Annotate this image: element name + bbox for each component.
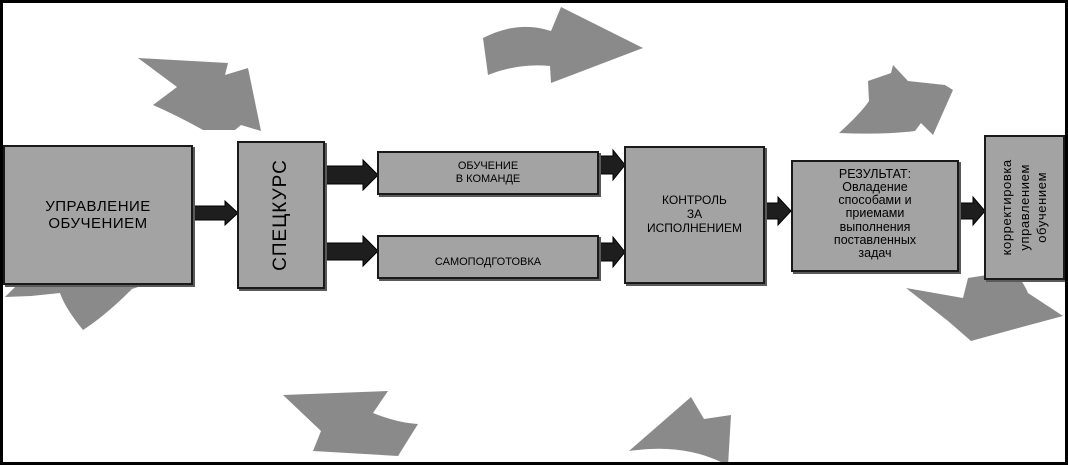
block-arrow-right-icon [598,148,626,182]
curved-arrow-icon [629,397,731,462]
special-course-box: СПЕЦКУРС [237,141,325,289]
block-arrow-right-icon [598,235,626,269]
curved-arrow-icon [483,7,643,83]
correction-line-2: управлением [1016,164,1032,251]
curved-arrow-icon [906,271,1063,341]
team-training-box: ОБУЧЕНИЕ В КОМАНДЕ [377,151,599,195]
correction-line-3: обучением [1034,172,1050,243]
self-training-box: САМОПОДГОТОВКА [377,235,599,279]
curved-arrow-icon [839,65,953,135]
control-label: КОНТРОЛЬ ЗА ИСПОЛНЕНИЕМ [647,193,742,235]
special-course-label: СПЕЦКУРС [270,159,292,271]
cycle-arrows [5,7,1063,462]
block-arrow-right-icon [324,158,379,192]
block-arrow-right-icon [192,199,239,227]
team-training-label: ОБУЧЕНИЕ В КОМАНДЕ [455,160,521,185]
control-box: КОНТРОЛЬ ЗА ИСПОЛНЕНИЕМ [624,146,765,284]
curved-arrow-icon [138,58,261,131]
management-label: УПРАВЛЕНИЕ ОБУЧЕНИЕМ [45,197,151,232]
block-arrow-right-icon [958,195,986,227]
correction-box: корректировка управлением обучением [984,135,1065,280]
correction-line-1: корректировка [999,159,1015,256]
correction-label: корректировка управлением обучением [998,159,1051,255]
block-arrow-right-icon [764,195,792,227]
result-box: РЕЗУЛЬТАТ: Овладение способами и приемам… [791,160,959,272]
curved-arrow-icon [283,391,418,456]
self-training-label: САМОПОДГОТОВКА [434,255,542,268]
result-label: РЕЗУЛЬТАТ: Овладение способами и приемам… [833,167,917,260]
management-box: УПРАВЛЕНИЕ ОБУЧЕНИЕМ [3,145,193,285]
block-arrow-right-icon [324,234,379,268]
